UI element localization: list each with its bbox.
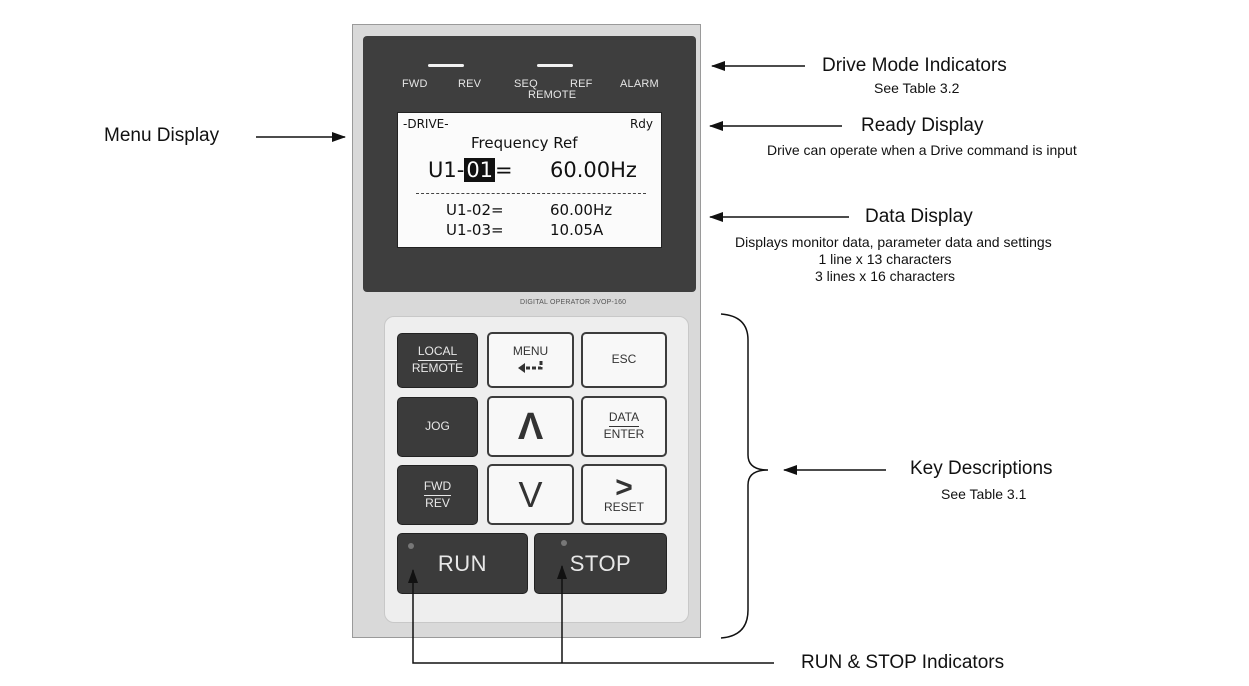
lcd-divider xyxy=(416,193,646,194)
key-label-remote: REMOTE xyxy=(411,361,464,375)
key-label-esc: ESC xyxy=(611,352,637,367)
key-label-rev: REV xyxy=(425,495,450,510)
indicator-fwd: FWD xyxy=(402,78,428,90)
indicator-rev: REV xyxy=(458,78,482,90)
data-display-title: Data Display xyxy=(865,206,973,227)
model-label: DIGITAL OPERATOR JVOP-160 xyxy=(520,299,627,306)
key-label-fwd: FWD xyxy=(423,479,452,496)
fwd-rev-key[interactable]: FWD REV xyxy=(397,465,478,525)
stop-indicator-lamp xyxy=(561,540,567,546)
key-label-reset: RESET xyxy=(603,500,644,515)
stop-key[interactable]: STOP xyxy=(534,533,667,594)
drive-mode-note: See Table 3.2 xyxy=(874,80,960,96)
down-key[interactable]: V xyxy=(487,464,574,525)
lcd-row-param: U1-02= xyxy=(446,201,504,219)
menu-display-label: Menu Display xyxy=(104,125,220,146)
data-enter-key[interactable]: DATA ENTER xyxy=(581,396,667,457)
fwd-rev-indicator-lamp xyxy=(428,64,464,67)
run-key[interactable]: RUN xyxy=(397,533,528,594)
lcd-title: Frequency Ref xyxy=(471,134,578,152)
lcd-row-value: 60.00Hz xyxy=(550,201,613,219)
keypad-brace xyxy=(720,313,769,639)
key-label-enter: ENTER xyxy=(603,427,645,441)
lcd-row-value: 10.05A xyxy=(550,221,604,239)
key-descriptions-note: See Table 3.1 xyxy=(941,486,1027,502)
lcd-row-param: U1-03= xyxy=(446,221,504,239)
jog-key[interactable]: JOG xyxy=(397,397,478,457)
key-label-stop: STOP xyxy=(569,550,632,576)
shift-reset-key[interactable]: > RESET xyxy=(581,464,667,525)
menu-key[interactable]: MENU xyxy=(487,332,574,388)
indicator-alarm: ALARM xyxy=(620,78,659,90)
key-label-menu: MENU xyxy=(512,344,549,359)
ready-display-title: Ready Display xyxy=(861,115,984,136)
data-display-note: Displays monitor data, parameter data an… xyxy=(735,234,1052,250)
key-label-run: RUN xyxy=(437,550,488,576)
lcd-main-value: 60.00Hz xyxy=(550,158,637,182)
lcd-main-prefix: U1- xyxy=(428,158,465,182)
enter-arrow-icon xyxy=(517,360,542,373)
lcd-ready-status: Rdy xyxy=(629,117,653,131)
key-label-data: DATA xyxy=(608,410,640,427)
run-indicator-lamp xyxy=(408,543,414,549)
key-label-jog: JOG xyxy=(425,419,450,434)
lcd-screen: -DRIVE- Rdy Frequency Ref U1-01= 60.00Hz… xyxy=(397,112,662,248)
key-label-local: LOCAL xyxy=(417,344,458,361)
indicator-ref: REF xyxy=(570,78,593,90)
indicator-remote: REMOTE xyxy=(528,89,577,101)
up-key[interactable]: Λ xyxy=(487,396,574,457)
data-display-note: 3 lines x 16 characters xyxy=(814,268,956,284)
ready-display-note: Drive can operate when a Drive command i… xyxy=(767,142,1077,158)
up-arrow-icon: Λ xyxy=(517,405,544,448)
drive-mode-title: Drive Mode Indicators xyxy=(822,55,1007,76)
lcd-main-param-cursor: 01 xyxy=(464,158,496,182)
lcd-main-eq: = xyxy=(495,158,513,182)
indicator-seq: SEQ xyxy=(514,78,538,90)
run-indicator-arrow xyxy=(408,569,774,664)
shift-arrow-icon: > xyxy=(615,471,633,505)
data-display-notes: Displays monitor data, parameter data an… xyxy=(735,234,1052,285)
key-descriptions-title: Key Descriptions xyxy=(910,458,1053,479)
lcd-mode: -DRIVE- xyxy=(403,117,449,131)
down-arrow-icon: V xyxy=(518,473,543,515)
local-remote-key[interactable]: LOCAL REMOTE xyxy=(397,333,478,388)
esc-key[interactable]: ESC xyxy=(581,332,667,388)
data-display-note: 1 line x 13 characters xyxy=(818,251,952,267)
remote-indicator-lamp xyxy=(537,64,573,67)
run-stop-indicators-label: RUN & STOP Indicators xyxy=(801,652,1005,673)
lcd-main-line: U1-01= xyxy=(428,158,513,182)
